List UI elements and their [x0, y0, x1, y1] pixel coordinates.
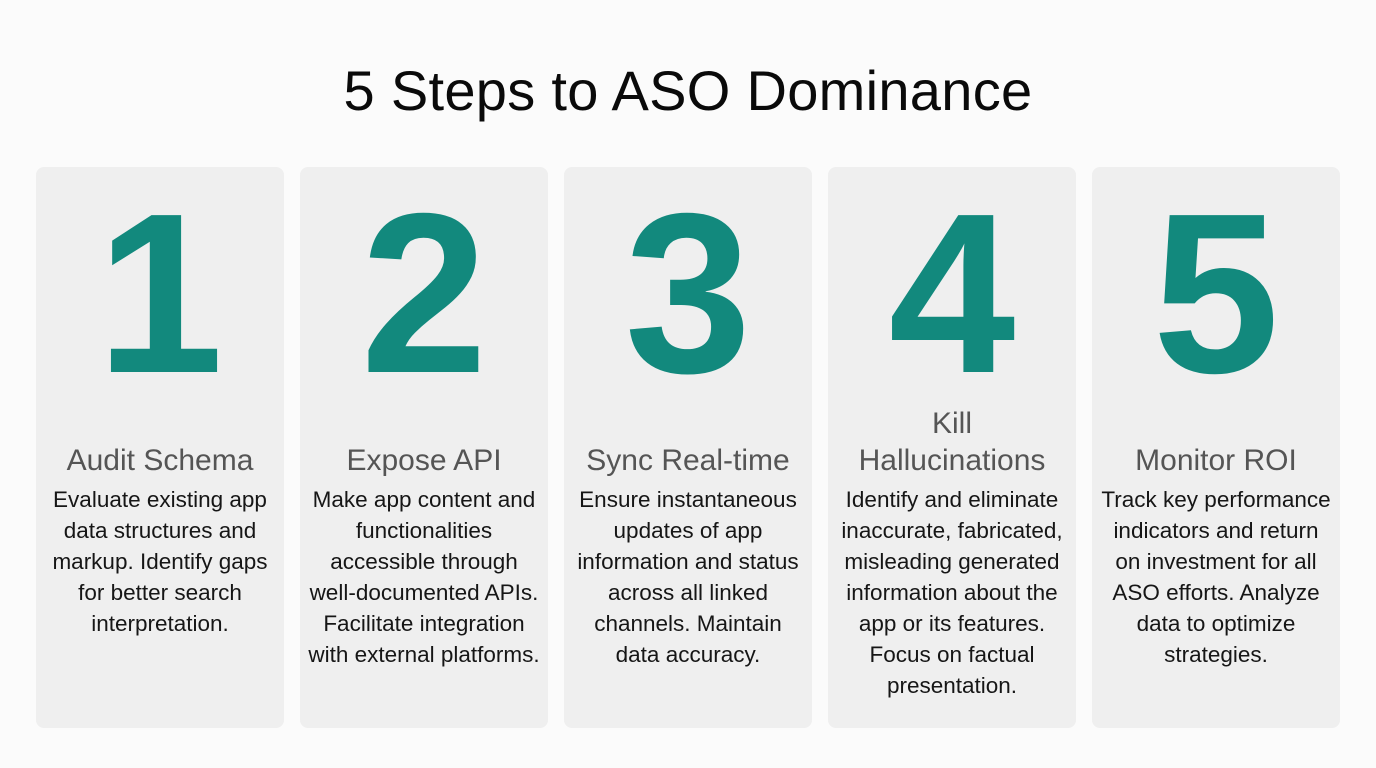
step-card-3: 3 Sync Real-time Ensure instantaneous up… [564, 167, 812, 728]
step-number: 1 [96, 167, 224, 421]
step-description: Track key performance indicators and ret… [1101, 487, 1331, 667]
page-title: 5 Steps to ASO Dominance [343, 59, 1033, 122]
step-heading: Audit Schema [66, 444, 254, 477]
step-heading: Sync Real-time [586, 444, 790, 477]
step-number: 4 [888, 167, 1016, 421]
step-number: 5 [1152, 167, 1280, 421]
step-description: Ensure instantaneous updates of app info… [577, 487, 799, 667]
step-heading: Expose API [346, 444, 502, 477]
step-description: Identify and eliminate inaccurate, fabri… [841, 487, 1063, 698]
step-description: Evaluate existing app data structures an… [52, 487, 268, 636]
step-card-5: 5 Monitor ROI Track key performance indi… [1092, 167, 1340, 728]
step-number: 2 [360, 167, 488, 421]
step-heading: Monitor ROI [1135, 444, 1297, 477]
step-card-2: 2 Expose API Make app content and functi… [300, 167, 548, 728]
step-number: 3 [624, 167, 752, 421]
step-description: Make app content and functionalities acc… [308, 487, 540, 667]
step-heading: Kill Hallucinations [858, 407, 1046, 477]
step-card-1: 1 Audit Schema Evaluate existing app dat… [36, 167, 284, 728]
step-card-4: 4 Kill Hallucinations Identify and elimi… [828, 167, 1076, 728]
steps-list: 1 Audit Schema Evaluate existing app dat… [36, 167, 1340, 728]
